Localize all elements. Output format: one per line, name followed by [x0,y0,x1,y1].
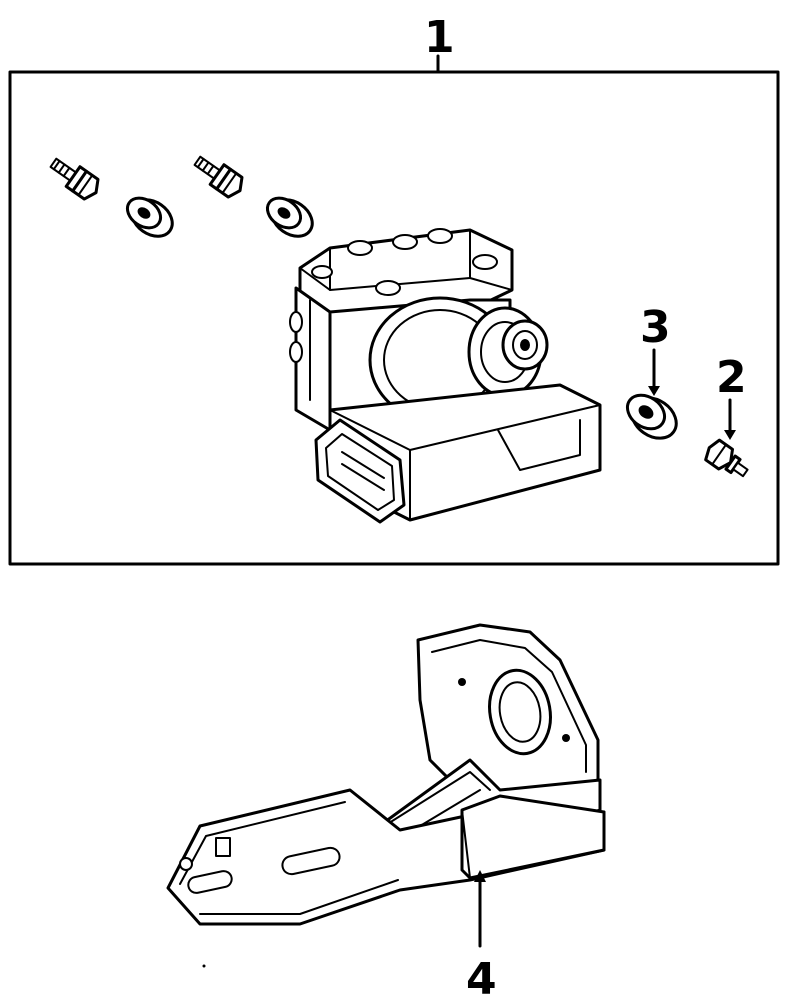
callout-2-label: 2 [716,352,747,403]
bolt-left[interactable] [47,153,103,202]
assembly-group-box [8,70,780,566]
callout-3[interactable]: 3 [640,302,671,396]
bolt-middle[interactable] [191,151,247,200]
abs-modulator-unit[interactable] [289,228,602,524]
insulator-3[interactable] [621,388,684,446]
bolt-2[interactable] [702,438,752,483]
grommet-middle[interactable] [262,192,319,244]
callout-4-label: 4 [466,954,497,1000]
callout-4[interactable]: 4 [466,870,497,1000]
callout-1-label: 1 [424,12,455,63]
callout-2[interactable]: 2 [716,352,747,440]
callout-1[interactable]: 1 [424,12,455,74]
speck [202,964,206,968]
grommet-left[interactable] [122,192,179,244]
mounting-bracket[interactable] [166,623,606,926]
callout-3-label: 3 [640,302,671,353]
electrical-connector [314,418,406,524]
